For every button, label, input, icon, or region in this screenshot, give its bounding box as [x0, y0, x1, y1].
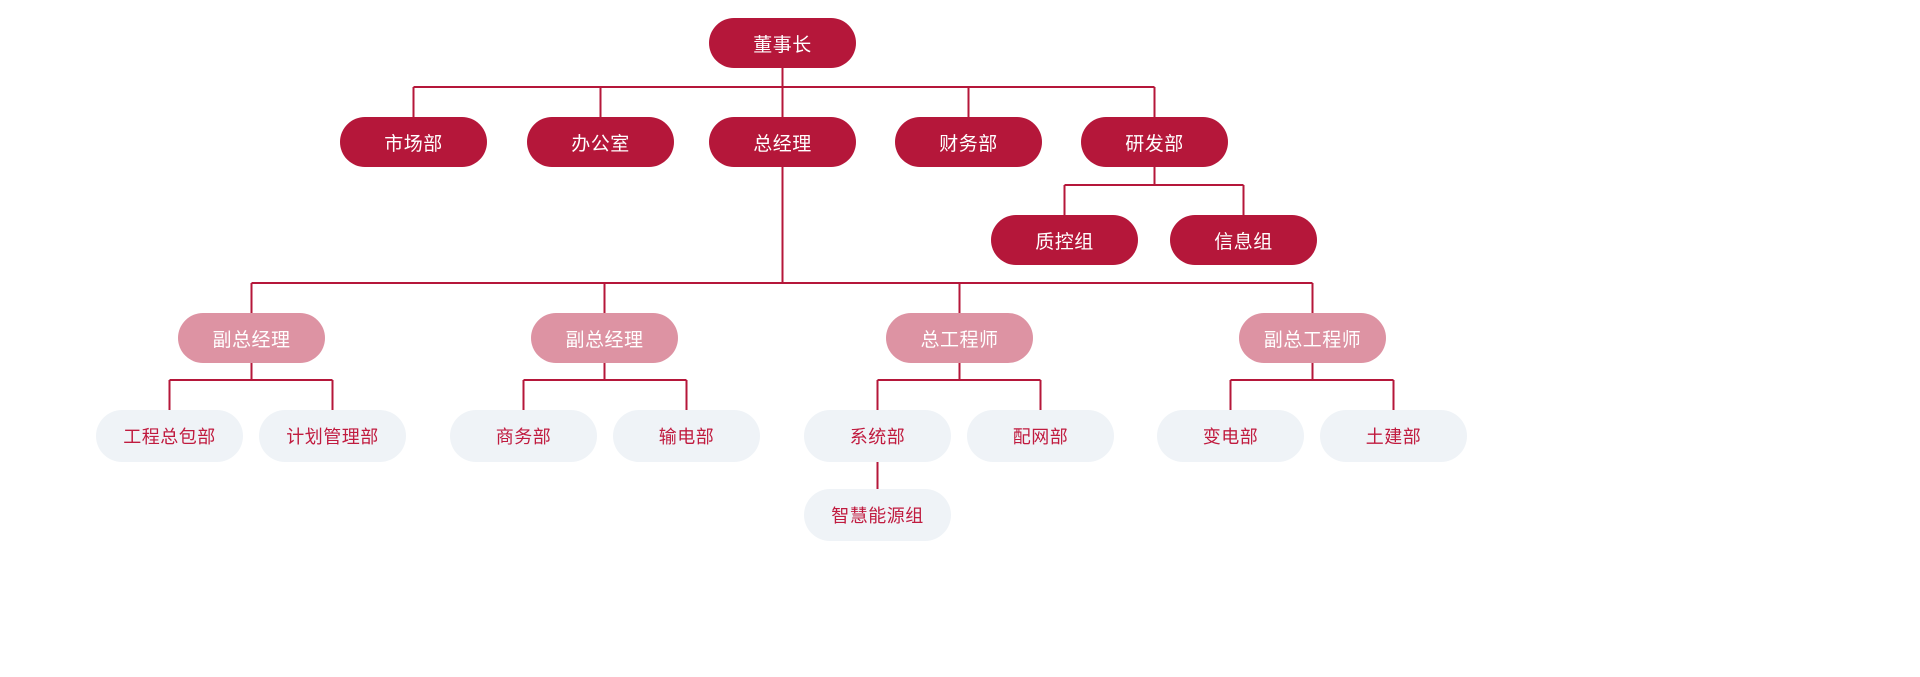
node-label: 副总工程师: [1263, 329, 1362, 351]
node-label: 总经理: [753, 133, 812, 155]
node-system-dept[interactable]: 系统部: [804, 410, 951, 462]
node-label: 土建部: [1365, 427, 1422, 447]
node-transmission-dept[interactable]: 输电部: [613, 410, 760, 462]
node-finance-dept[interactable]: 财务部: [895, 117, 1042, 167]
node-information-group[interactable]: 信息组: [1170, 215, 1317, 265]
node-business-dept[interactable]: 商务部: [450, 410, 597, 462]
node-label: 财务部: [939, 133, 998, 155]
node-label: 商务部: [495, 427, 552, 447]
node-label: 市场部: [384, 133, 443, 155]
node-deputy-general-manager-1[interactable]: 副总经理: [178, 313, 325, 363]
node-civil-engineering-dept[interactable]: 土建部: [1320, 410, 1467, 462]
node-chief-engineer[interactable]: 总工程师: [886, 313, 1033, 363]
node-distribution-network-dept[interactable]: 配网部: [967, 410, 1114, 462]
node-deputy-general-manager-2[interactable]: 副总经理: [531, 313, 678, 363]
node-label: 变电部: [1202, 427, 1259, 447]
node-label: 系统部: [849, 427, 906, 447]
node-label: 输电部: [658, 427, 715, 447]
node-quality-control-group[interactable]: 质控组: [991, 215, 1138, 265]
node-label: 智慧能源组: [831, 506, 924, 526]
node-marketing-dept[interactable]: 市场部: [340, 117, 487, 167]
node-label: 董事长: [753, 34, 812, 56]
node-label: 信息组: [1214, 231, 1273, 253]
node-label: 总工程师: [920, 329, 999, 351]
node-label: 计划管理部: [286, 427, 379, 447]
node-label: 质控组: [1035, 231, 1094, 253]
node-epc-dept[interactable]: 工程总包部: [96, 410, 243, 462]
node-smart-energy-group[interactable]: 智慧能源组: [804, 489, 951, 541]
node-rnd-dept[interactable]: 研发部: [1081, 117, 1228, 167]
node-substation-dept[interactable]: 变电部: [1157, 410, 1304, 462]
node-label: 副总经理: [565, 329, 644, 351]
node-chairman[interactable]: 董事长: [709, 18, 856, 68]
node-label: 办公室: [571, 133, 630, 155]
node-label: 配网部: [1012, 427, 1069, 447]
node-general-manager[interactable]: 总经理: [709, 117, 856, 167]
node-label: 研发部: [1125, 133, 1184, 155]
node-label: 副总经理: [212, 329, 291, 351]
node-label: 工程总包部: [123, 427, 216, 447]
node-office[interactable]: 办公室: [527, 117, 674, 167]
node-deputy-chief-engineer[interactable]: 副总工程师: [1239, 313, 1386, 363]
node-planning-management-dept[interactable]: 计划管理部: [259, 410, 406, 462]
